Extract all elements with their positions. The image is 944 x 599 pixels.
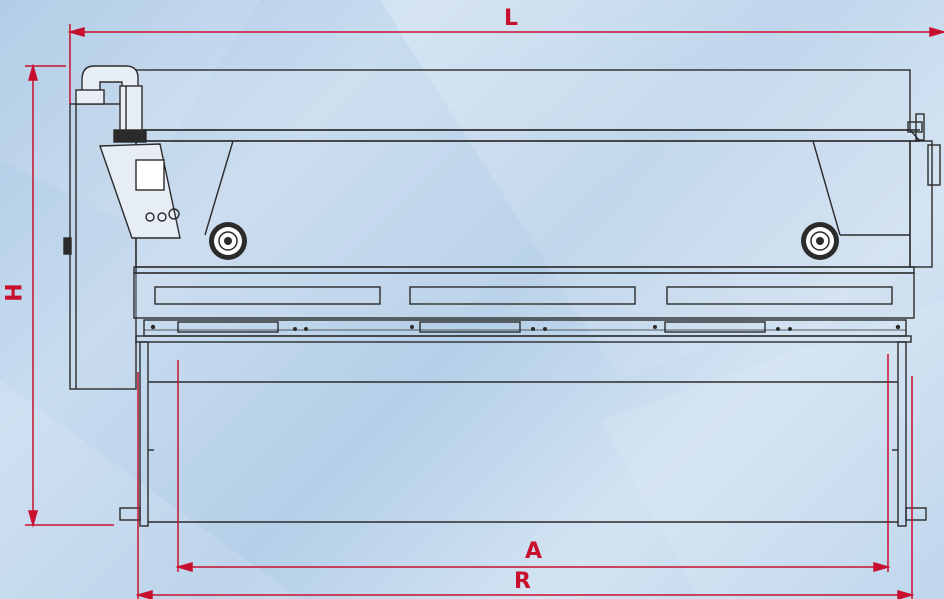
dimension-lines <box>25 24 944 599</box>
left-leg <box>139 341 149 527</box>
upper-body <box>135 140 911 268</box>
dimension-label-r: R <box>514 569 531 594</box>
dimension-label-l: L <box>504 6 519 31</box>
control-panel <box>99 143 181 239</box>
right-leg <box>897 341 907 527</box>
dimension-label-a: A <box>525 539 543 564</box>
dimension-label-h: H <box>2 283 28 302</box>
cylinder-left <box>209 222 247 260</box>
control-arm <box>75 65 147 143</box>
cylinder-right <box>801 222 839 260</box>
machine-body <box>63 69 941 527</box>
top-beam <box>135 69 911 131</box>
